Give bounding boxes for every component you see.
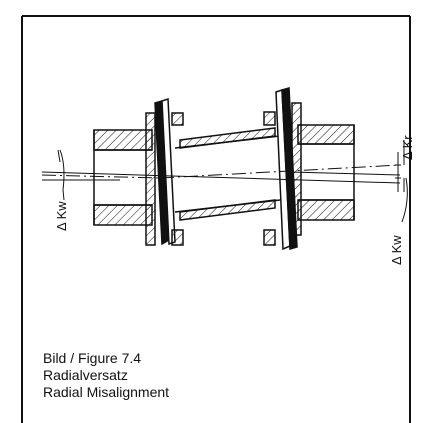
- figure-caption: Bild / Figure 7.4 Radialversatz Radial M…: [43, 350, 169, 401]
- dimension-kw-right: [401, 177, 408, 223]
- caption-figure-number: Bild / Figure 7.4: [43, 350, 142, 366]
- frame-border: [21, 15, 411, 423]
- caption-title-en: Radial Misalignment: [43, 384, 170, 400]
- caption-title-de: Radialversatz: [43, 367, 128, 383]
- left-hub: [93, 112, 156, 246]
- left-disc-pack: [154, 97, 176, 246]
- label-kw-right: Δ Kw: [389, 235, 404, 265]
- label-kw-left: Δ Kw: [54, 201, 69, 231]
- label-kr-right: Δ Kr: [400, 135, 415, 160]
- spacer-tube: [171, 111, 281, 246]
- centerlines: [41, 164, 401, 184]
- dimension-kw-left: [57, 149, 65, 201]
- dimension-kr-right: [395, 140, 405, 192]
- right-hub: [291, 102, 355, 236]
